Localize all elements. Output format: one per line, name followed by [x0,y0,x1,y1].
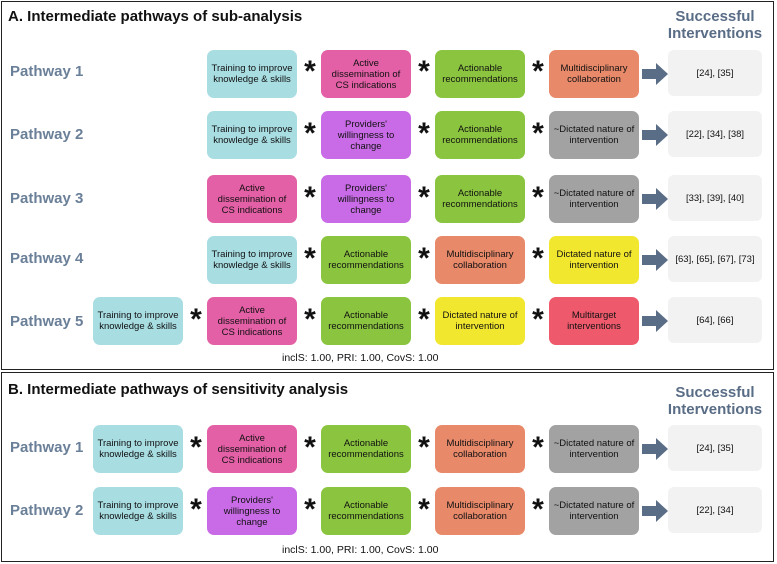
condition-training: Training to improve knowledge & skills [93,487,183,535]
condition-dictated: Dictated nature of intervention [435,297,525,345]
and-operator: * [304,117,316,150]
and-operator: * [418,493,430,526]
result-box: [24], [35] [668,425,762,471]
condition-training: Training to improve knowledge & skills [207,111,297,159]
pathway-label: Pathway 1 [10,63,84,80]
pathway-label: Pathway 1 [10,439,84,456]
condition-active-dissemination: Active dissemination of CS indications [321,50,411,98]
condition-multitarget: Multitarget interventions [549,297,639,345]
result-box: [24], [35] [668,50,762,96]
condition-active-dissemination: Active dissemination of CS indications [207,297,297,345]
condition-actionable-recommendations: Actionable recommendations [321,487,411,535]
panel-b-title: B. Intermediate pathways of sensitivity … [8,381,349,398]
condition-actionable-recommendations: Actionable recommendations [435,111,525,159]
and-operator: * [190,303,202,336]
and-operator: * [304,493,316,526]
condition-actionable-recommendations: Actionable recommendations [435,175,525,223]
condition-multidisciplinary: Multidisciplinary collaboration [549,50,639,98]
and-operator: * [418,242,430,275]
pathway-label: Pathway 2 [10,126,84,143]
arrow-icon [642,500,668,522]
arrow-icon [642,63,668,85]
and-operator: * [304,242,316,275]
and-operator: * [532,431,544,464]
and-operator: * [304,181,316,214]
result-box: [64], [66] [668,297,762,343]
pathway-label: Pathway 4 [10,250,84,267]
condition-training: Training to improve knowledge & skills [207,236,297,284]
and-operator: * [532,242,544,275]
condition-willingness: Providers' willingness to change [207,487,297,535]
and-operator: * [304,303,316,336]
panel-b-successful-header: Successful Interventions [667,384,763,418]
condition-dictated: Dictated nature of intervention [549,236,639,284]
arrow-icon [642,188,668,210]
and-operator: * [532,55,544,88]
panel-a-stats: inclS: 1.00, PRI: 1.00, CovS: 1.00 [282,352,439,364]
and-operator: * [418,303,430,336]
arrow-icon [642,249,668,271]
panel-sensitivity-analysis [1,372,774,562]
condition-actionable-recommendations: Actionable recommendations [321,297,411,345]
condition-training: Training to improve knowledge & skills [207,50,297,98]
condition-multidisciplinary: Multidisciplinary collaboration [435,487,525,535]
condition-active-dissemination: Active dissemination of CS indications [207,175,297,223]
condition-multidisciplinary: Multidisciplinary collaboration [435,236,525,284]
result-box: [22], [34] [668,487,762,533]
arrow-icon [642,438,668,460]
and-operator: * [532,303,544,336]
condition-training: Training to improve knowledge & skills [93,425,183,473]
condition-active-dissemination: Active dissemination of CS indications [207,425,297,473]
pathway-label: Pathway 2 [10,502,84,519]
condition-multidisciplinary: Multidisciplinary collaboration [435,425,525,473]
and-operator: * [304,55,316,88]
and-operator: * [532,117,544,150]
and-operator: * [532,181,544,214]
condition-not-dictated: ~Dictated nature of intervention [549,425,639,473]
result-box: [63], [65], [67], [73] [668,236,762,282]
arrow-icon [642,310,668,332]
pathway-label: Pathway 3 [10,190,84,207]
and-operator: * [418,431,430,464]
condition-willingness: Providers' willingness to change [321,175,411,223]
panel-a-successful-header: Successful Interventions [667,8,763,42]
panel-a-title: A. Intermediate pathways of sub-analysis [8,8,303,25]
condition-actionable-recommendations: Actionable recommendations [321,425,411,473]
and-operator: * [190,493,202,526]
condition-training: Training to improve knowledge & skills [93,297,183,345]
panel-sub-analysis [1,1,774,370]
condition-willingness: Providers' willingness to change [321,111,411,159]
condition-not-dictated: ~Dictated nature of intervention [549,175,639,223]
pathway-label: Pathway 5 [10,313,84,330]
condition-not-dictated: ~Dictated nature of intervention [549,111,639,159]
panel-b-stats: inclS: 1.00, PRI: 1.00, CovS: 1.00 [282,544,439,556]
and-operator: * [532,493,544,526]
and-operator: * [304,431,316,464]
condition-actionable-recommendations: Actionable recommendations [435,50,525,98]
result-box: [33], [39], [40] [668,175,762,221]
and-operator: * [418,55,430,88]
and-operator: * [418,181,430,214]
and-operator: * [418,117,430,150]
condition-not-dictated: ~Dictated nature of intervention [549,487,639,535]
arrow-icon [642,124,668,146]
result-box: [22], [34], [38] [668,111,762,157]
condition-actionable-recommendations: Actionable recommendations [321,236,411,284]
and-operator: * [190,431,202,464]
